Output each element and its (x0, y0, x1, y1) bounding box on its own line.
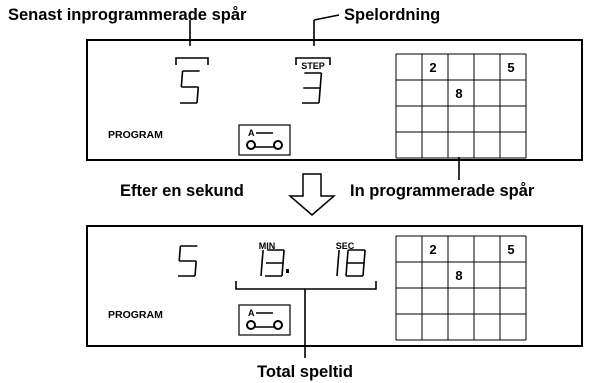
segment-c (336, 262, 339, 277)
segment-f (346, 249, 349, 264)
callout-after-one-second: Efter en sekund (120, 182, 244, 200)
display-panel-top: 5 STEP 3 PROGRAM A 2 5 8 (86, 39, 583, 161)
down-arrow-icon (287, 173, 337, 216)
segment-c (318, 87, 321, 104)
time-digit: 1 (336, 249, 340, 277)
segment-c (260, 262, 263, 277)
bracket-track (175, 57, 209, 65)
time-separator-dot (286, 269, 289, 273)
segment-b (282, 249, 285, 264)
cassette-icon: A (238, 304, 291, 336)
total-time-readout: 1318 (260, 249, 366, 277)
sec-label: SEC (336, 241, 355, 251)
segment-b (363, 249, 366, 264)
track-number-digit: 5 (180, 70, 200, 104)
program-track-grid: 2 5 8 (395, 235, 527, 341)
min-label: MIN (259, 241, 276, 251)
callout-play-order: Spelordning (344, 6, 440, 24)
leader-play-order (313, 14, 340, 46)
segment-c (281, 262, 284, 277)
bracket-step (295, 57, 331, 65)
digit: 3 (302, 72, 323, 104)
grid-cell-track-number: 2 (429, 242, 436, 257)
grid-cell-track-number: 8 (455, 268, 462, 283)
program-mode-label: PROGRAM (108, 129, 163, 141)
grid-cell-track-number: 8 (455, 86, 462, 101)
step-label: STEP (301, 61, 325, 71)
digit: 5 (180, 70, 200, 104)
time-digit: 8 (345, 249, 366, 277)
panel-frame-bottom (86, 225, 583, 347)
panel-frame-top (86, 39, 583, 161)
segment-f (178, 245, 182, 262)
svg-text:A: A (248, 128, 255, 138)
grid-cell-track-number: 5 (507, 242, 514, 257)
step-number-digit: 3 (302, 72, 323, 104)
segment-b (337, 249, 340, 264)
time-digit: 3 (265, 249, 285, 277)
segment-b (319, 72, 323, 89)
callout-total-play-time: Total speltid (257, 363, 353, 381)
segment-e (345, 262, 348, 277)
callout-last-programmed-track: Senast inprogrammerade spår (8, 6, 247, 24)
segment-c (362, 262, 365, 277)
bracket-total-time (235, 281, 377, 290)
cassette-icon: A (238, 124, 291, 156)
segment-c (194, 260, 197, 277)
digit: 5 (178, 245, 198, 277)
grid-cell-track-number: 5 (507, 60, 514, 75)
track-number-digit: 5 (178, 245, 198, 277)
program-mode-label: PROGRAM (108, 309, 163, 321)
program-track-grid: 2 5 8 (395, 53, 527, 159)
callout-programmed-tracks: In programmerade spår (350, 182, 535, 200)
segment-b (261, 249, 264, 264)
grid-cell-track-number: 2 (429, 60, 436, 75)
segment-f (180, 70, 184, 88)
time-digit: 1 (260, 249, 264, 277)
segment-c (196, 86, 200, 104)
svg-text:A: A (248, 308, 255, 318)
